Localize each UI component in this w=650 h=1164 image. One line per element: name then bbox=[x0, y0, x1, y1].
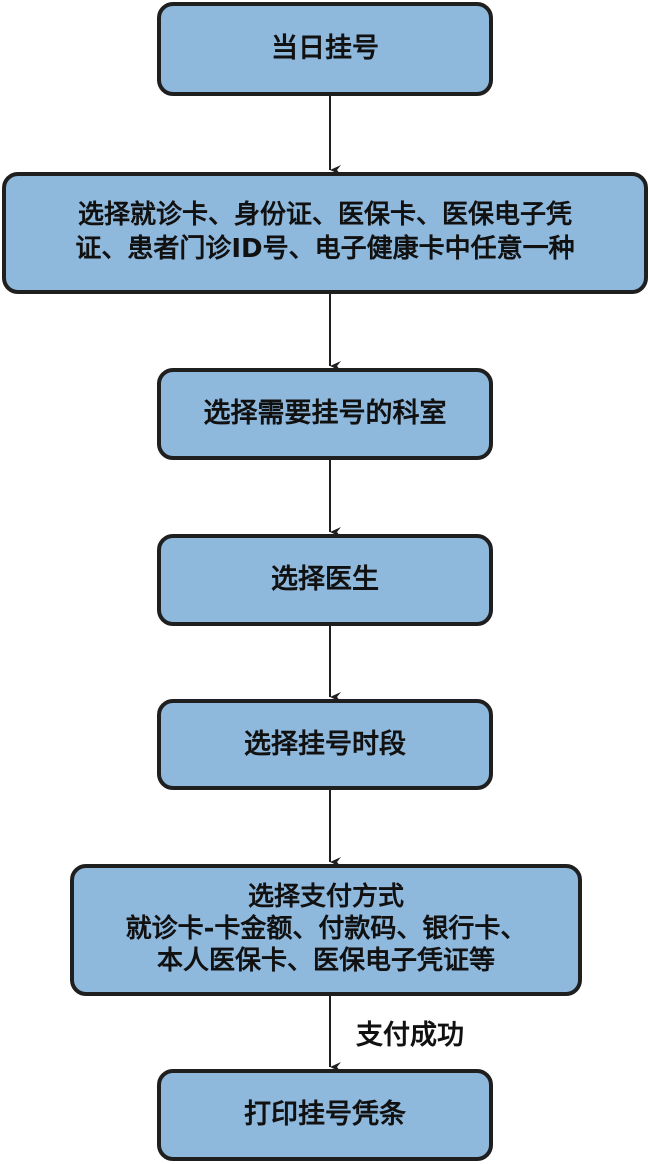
step-select-payment-title: 选择支付方式 bbox=[247, 882, 404, 913]
step-select-time-slot-label: 选择挂号时段 bbox=[244, 728, 406, 760]
step-select-card-line-2: 证、患者门诊ID号、电子健康卡中任意一种 bbox=[75, 234, 575, 264]
step-select-time-slot: 选择挂号时段 bbox=[157, 699, 493, 790]
step-select-payment-line-3: 本人医保卡、医保电子凭证等 bbox=[156, 945, 495, 976]
edge-label-payment-success: 支付成功 bbox=[356, 1020, 464, 1051]
step-select-department-label: 选择需要挂号的科室 bbox=[203, 398, 447, 430]
step-same-day-registration: 当日挂号 bbox=[157, 2, 493, 96]
step-select-doctor-label: 选择医生 bbox=[271, 564, 379, 596]
step-print-receipt-label: 打印挂号凭条 bbox=[244, 1099, 406, 1131]
step-select-payment-line-2: 就诊卡-卡金额、付款码、银行卡、 bbox=[125, 914, 527, 945]
step-print-receipt: 打印挂号凭条 bbox=[157, 1069, 493, 1161]
step-select-doctor: 选择医生 bbox=[157, 534, 493, 626]
step-select-payment: 选择支付方式 就诊卡-卡金额、付款码、银行卡、 本人医保卡、医保电子凭证等 bbox=[70, 864, 582, 996]
step-select-department: 选择需要挂号的科室 bbox=[157, 368, 493, 460]
step-select-card: 选择就诊卡、身份证、医保卡、医保电子凭 证、患者门诊ID号、电子健康卡中任意一种 bbox=[2, 172, 648, 294]
step-select-card-line-1: 选择就诊卡、身份证、医保卡、医保电子凭 bbox=[77, 200, 572, 231]
step-same-day-registration-label: 当日挂号 bbox=[271, 33, 379, 65]
